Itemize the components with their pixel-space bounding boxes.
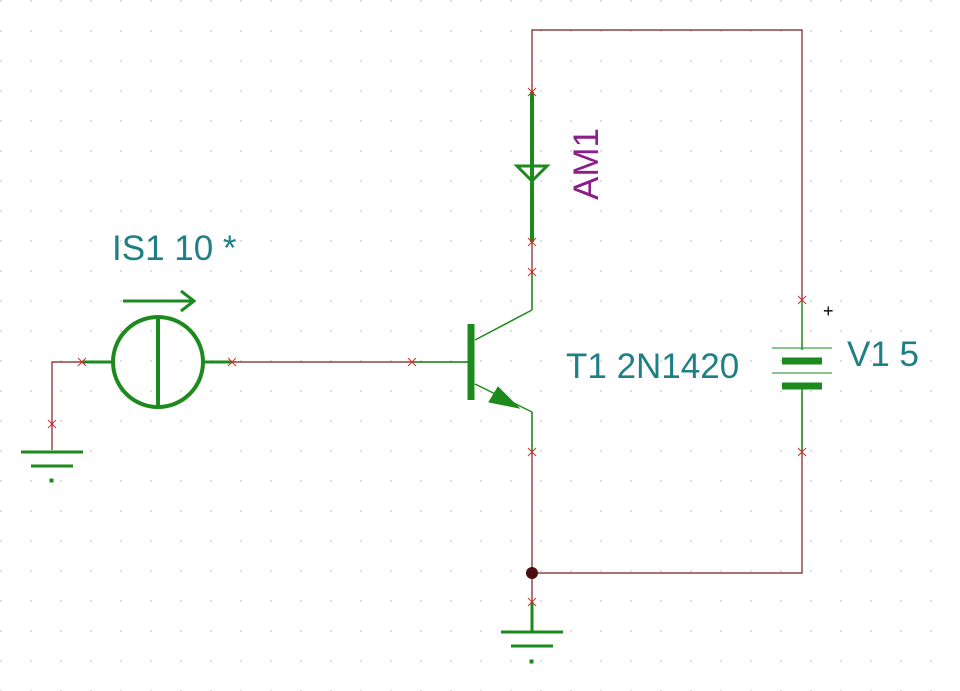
pin-marker (77, 357, 87, 367)
pin-marker (527, 597, 537, 607)
plus-sign: + (823, 301, 834, 321)
pin-marker (407, 357, 417, 367)
label-transistor: T1 2N1420 (566, 347, 739, 386)
pin-marker (227, 357, 237, 367)
pin-marker (797, 295, 807, 305)
voltage-source-v1[interactable] (772, 300, 832, 452)
emitter-arrow-icon (488, 386, 521, 409)
wire-top-loop[interactable] (531, 29, 803, 300)
pin-marker (527, 447, 537, 457)
wire-ground-left[interactable] (51, 361, 82, 450)
label-voltage-source: V1 5 (847, 335, 919, 374)
label-current-source: IS1 10 * (112, 229, 237, 268)
pin-marker (527, 87, 537, 97)
pin-marker (527, 237, 537, 247)
pin-marker (47, 419, 57, 429)
transistor-t1[interactable] (412, 272, 533, 452)
ground-left-icon[interactable] (21, 450, 83, 483)
current-direction-arrow-icon (123, 289, 197, 313)
current-source-is1[interactable] (82, 289, 232, 409)
ammeter-arrow-icon (513, 164, 551, 184)
label-ammeter: AM1 (567, 128, 606, 200)
pin-marker (527, 267, 537, 277)
ground-bottom-icon[interactable] (501, 602, 563, 664)
junction-node[interactable] (526, 567, 538, 579)
ammeter-am1[interactable] (513, 92, 551, 242)
pin-marker (797, 447, 807, 457)
pin-markers (47, 87, 807, 607)
